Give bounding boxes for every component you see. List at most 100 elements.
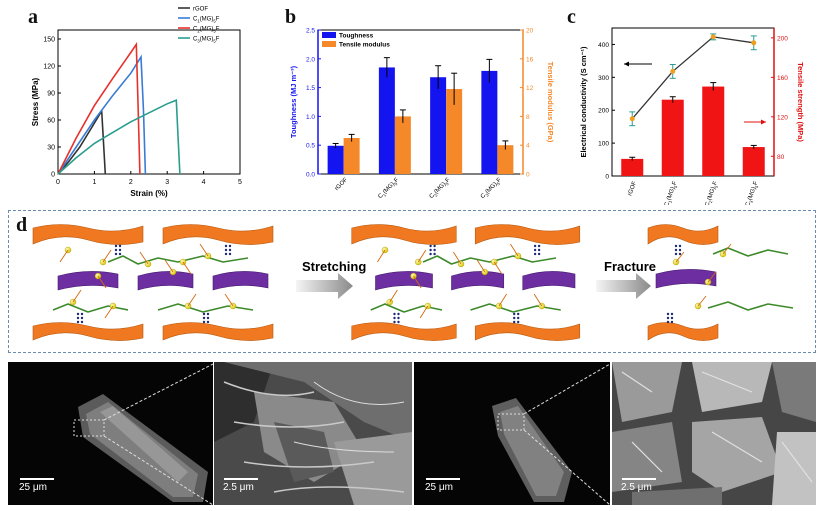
hbond-dots-top2-1-3 <box>537 248 541 252</box>
hbond-dots-top2-1-0 <box>533 244 537 248</box>
hbond-dots-bottom-0-4 <box>76 320 80 324</box>
graphene-sheet-top-0 <box>32 224 144 245</box>
y-tick-label-c: 300 <box>598 75 609 82</box>
scale-text-f-right: 2.5 μm <box>621 482 652 493</box>
strength-line <box>631 36 754 120</box>
sem-image-f-low-mag: 25 μm <box>414 362 610 505</box>
graphene-sheet-bottom-1 <box>351 322 457 341</box>
crosslinker-bond-1-2 <box>453 251 462 265</box>
x-tick-label-a: 1 <box>92 179 96 186</box>
x-tick-label-a: 5 <box>238 179 242 186</box>
scale-text-f-left: 25 μm <box>425 482 453 493</box>
hbond-dots-top2-0-2 <box>224 248 228 252</box>
polymer-chain-top-1 <box>422 255 557 265</box>
mxene-ribbon-0-c <box>212 271 269 291</box>
hbond-dots-top-0-5 <box>118 252 122 256</box>
y-tick-label-b: 0.0 <box>306 172 315 179</box>
scale-bar-e-left <box>20 478 54 480</box>
point-strength-1 <box>670 68 676 74</box>
category-label-c-1: C1(MG)5F <box>664 180 680 205</box>
crosslinker-bond-0-8 <box>224 293 234 307</box>
bar-toughness-2 <box>430 77 447 174</box>
graphene-sheet-fracture-bottom <box>647 322 719 341</box>
fracture-surface-e <box>214 362 412 505</box>
y2-tick-label-c: 160 <box>777 75 788 82</box>
hbond-dots-bottom2-0-0 <box>202 312 206 316</box>
hbond-dots-bottom2-1-1 <box>517 312 520 316</box>
scale-bar-f-right <box>622 478 656 480</box>
hbond-dots-bottom2-0-4 <box>202 320 206 324</box>
y2-axis-label-c: Tensile strength (MPa) <box>796 62 805 142</box>
scale-bar-f-left <box>426 478 460 480</box>
hbond-dots-fracture-bottom-1 <box>670 312 674 316</box>
y-tick-label-a: 90 <box>47 91 55 98</box>
hbond-dots-fracture-top-2 <box>674 248 678 252</box>
legend-swatch-b-1 <box>322 41 336 47</box>
bar-conductivity-0 <box>621 158 644 176</box>
graphene-sheet-bottom2-1 <box>474 322 581 341</box>
hbond-dots-bottom-1-4 <box>393 320 396 324</box>
hbond-dots-bottom2-1-5 <box>517 320 520 324</box>
legend-label-2: C2(MG)5F <box>193 27 220 34</box>
hbond-dots-fracture-bottom-3 <box>670 316 674 320</box>
point-strength-0 <box>629 116 635 122</box>
category-label-c-2: C2(MG)5F <box>704 180 720 205</box>
crosslinker-bond-1-4 <box>510 243 519 257</box>
y-axis-label-c: Electrical conductivity (S cm⁻¹) <box>579 46 588 158</box>
fiber-cross-section-f <box>492 363 610 505</box>
sem-image-e-high-mag: 2.5 μm <box>214 362 412 505</box>
graphene-sheet-top2-1 <box>474 224 581 245</box>
panel-label-d: d <box>16 214 28 236</box>
bar-modulus-1 <box>394 116 411 174</box>
y-tick-label-b: 2.0 <box>306 56 315 63</box>
polymer-chain-bottom-0 <box>52 303 129 313</box>
hbond-dots-top-0-4 <box>114 252 118 256</box>
fracture-surface-f <box>612 362 816 505</box>
sem-image-e-low-mag: 25 μm <box>8 362 213 505</box>
crosslinker-bond-1-5 <box>389 289 398 303</box>
hbond-dots-top2-1-4 <box>533 252 537 256</box>
y2-tick-label-b: 20 <box>526 28 534 35</box>
scale-text-e-right: 2.5 μm <box>223 482 254 493</box>
arrowhead-left-indicator <box>624 61 629 67</box>
fracture-arrow <box>596 273 651 299</box>
graphene-sheet-top-1 <box>351 224 457 245</box>
y2-tick-label-c: 80 <box>777 154 785 161</box>
hbond-dots-top-0-0 <box>114 244 118 248</box>
hbond-dots-top2-0-5 <box>228 252 232 256</box>
hbond-dots-top2-0-0 <box>224 244 228 248</box>
crosslinker-bond-0-7 <box>187 293 197 307</box>
plot-frame-a <box>57 29 241 175</box>
hbond-dots-bottom-1-5 <box>397 320 400 324</box>
crosslinker-bond-fracture-1 <box>707 271 717 283</box>
bar-toughness-0 <box>327 145 344 174</box>
hbond-dots-bottom-1-1 <box>397 312 400 316</box>
x-tick-label-a: 4 <box>202 179 206 186</box>
hbond-dots-bottom-1-3 <box>397 316 400 320</box>
y-tick-label-c: 400 <box>598 42 609 49</box>
graphene-sheet-bottom2-0 <box>162 322 274 341</box>
mechanism-schematic-frame <box>8 210 816 353</box>
mechanism-schematic: Stretching Fracture <box>32 224 794 341</box>
y-tick-label-a: 60 <box>47 118 55 125</box>
graphene-sheet-fracture-top <box>647 224 719 245</box>
category-label-b-2: C2(MG)5F <box>429 177 453 201</box>
polymer-chain-fracture-bottom <box>707 301 794 311</box>
crosslinker-bond-fracture-0 <box>675 251 685 263</box>
x-tick-label-a: 0 <box>56 179 60 186</box>
crosslinker-bond-1-3 <box>493 261 503 275</box>
crosslinker-bond-1-1 <box>417 249 427 263</box>
legend-label-1: C1(MG)5F <box>193 17 220 24</box>
x-tick-label-a: 2 <box>129 179 133 186</box>
legend-label-b-1: Tensile modulus <box>339 42 390 49</box>
legend-label-b-0: Toughness <box>339 33 374 40</box>
hbond-dots-fracture-bottom-5 <box>670 320 674 324</box>
crosslinker-bond-fracture-2 <box>697 295 707 307</box>
y-axis-label-a: Stress (MPa) <box>31 77 40 126</box>
category-label-b-3: C3(MG)5F <box>480 177 504 201</box>
legend-swatch-b-0 <box>322 32 336 38</box>
crosslinker-bond-0-0 <box>59 249 69 263</box>
category-label-c-3: C3(MG)5F <box>745 180 761 205</box>
y-tick-label-b: 1.5 <box>306 85 315 92</box>
